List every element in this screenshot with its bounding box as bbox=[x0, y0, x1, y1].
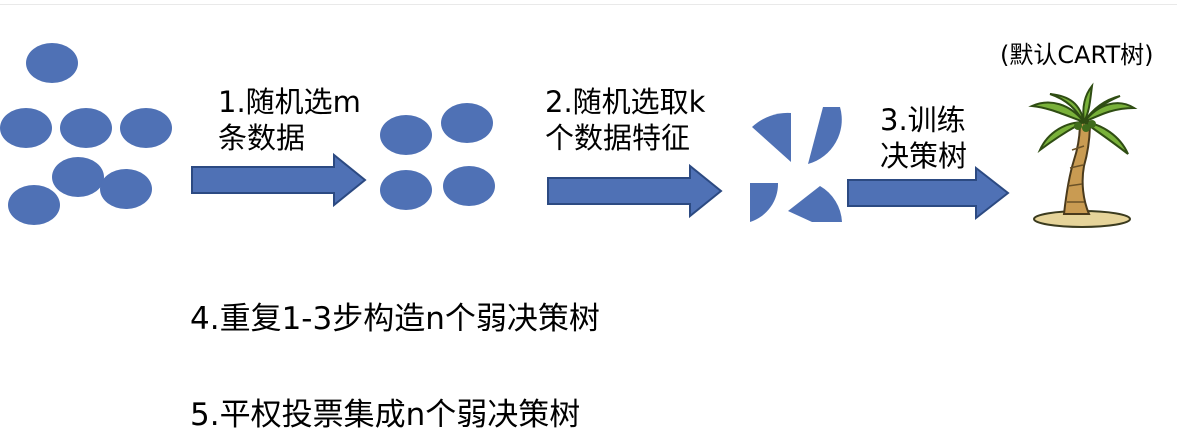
step4-label: 4.重复1-3步构造n个弱决策树 bbox=[190, 300, 600, 339]
right-arrow-icon bbox=[192, 155, 365, 205]
data-points-icon bbox=[0, 43, 172, 225]
right-arrow-icon bbox=[848, 168, 1008, 218]
step2-label: 2.随机选取k 个数据特征 bbox=[545, 84, 705, 157]
sampled-points-icon bbox=[380, 103, 495, 210]
right-arrow-icon bbox=[548, 166, 721, 216]
tree-type-note: (默认CART树) bbox=[1000, 40, 1154, 70]
feature-pieces-icon bbox=[750, 107, 842, 222]
palm-tree-icon bbox=[1032, 86, 1134, 227]
step3-label: 3.训练 决策树 bbox=[880, 102, 967, 175]
step5-label: 5.平权投票集成n个弱决策树 bbox=[190, 396, 580, 435]
step1-label: 1.随机选m 条数据 bbox=[218, 84, 361, 157]
